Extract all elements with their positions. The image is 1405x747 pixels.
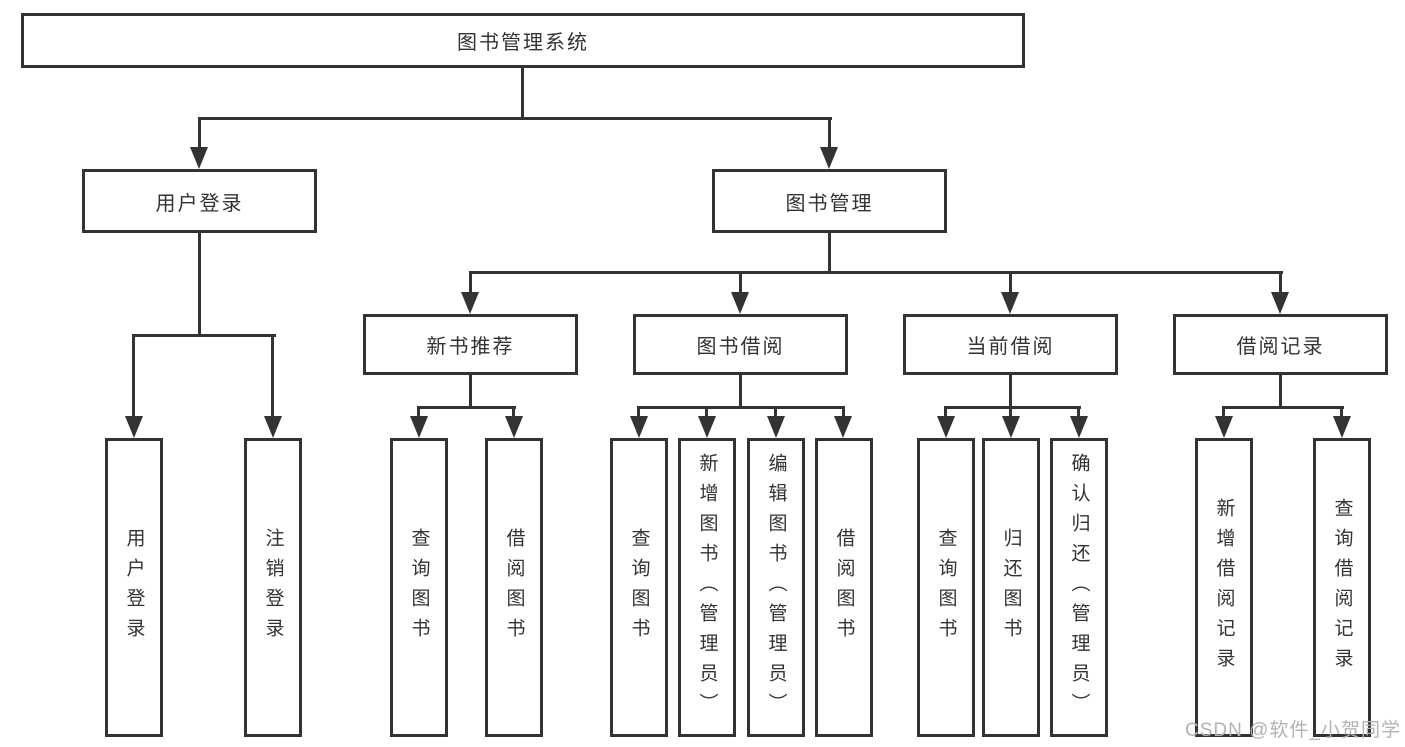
arrow-to-group (461, 292, 479, 314)
leaf-label: 新增图书（管理员） (696, 452, 718, 723)
leaf-confirm-return-admin: 确认归还（管理员） (1050, 438, 1108, 737)
connector-leaf-stem (1340, 406, 1343, 418)
arrow-to-group (1001, 292, 1019, 314)
connector-leaf-stem (417, 406, 420, 418)
node-borrow-record-label: 借阅记录 (1236, 336, 1325, 358)
arrow-to-leaf (505, 416, 523, 438)
connector-group-stem (1009, 271, 1012, 294)
arrow-to-leaf (834, 416, 852, 438)
arrow-to-leaf (125, 416, 143, 438)
node-user-login-label: 用户登录 (155, 192, 244, 215)
connector-book-mgmt-down (828, 233, 831, 274)
leaf-query-books: 查询图书 (390, 438, 448, 737)
leaf-label: 注销登录 (262, 527, 284, 648)
connector-group3-down (1009, 375, 1012, 408)
connector-group3-bar (945, 406, 1081, 409)
node-new-book-recommend-label: 新书推荐 (426, 336, 515, 358)
connector-group4-down (1279, 375, 1282, 408)
leaf-label: 查询图书 (935, 527, 957, 648)
node-book-borrow-label: 图书借阅 (696, 336, 785, 358)
connector-leaf-stem (1009, 406, 1012, 418)
node-current-borrow: 当前借阅 (903, 314, 1118, 375)
connector-leaf-stem (132, 334, 135, 418)
node-new-book-recommend: 新书推荐 (363, 314, 578, 375)
arrow-to-group (731, 292, 749, 314)
leaf-label: 确认归还（管理员） (1068, 452, 1090, 723)
arrow-to-leaf (1002, 416, 1020, 438)
connector-group2-down (739, 375, 742, 408)
arrow-to-user-login (190, 147, 208, 169)
leaf-user-login: 用户登录 (105, 438, 163, 737)
connector-leaf-stem (1222, 406, 1225, 418)
leaf-label: 查询图书 (628, 527, 650, 648)
leaf-return-books: 归还图书 (982, 438, 1040, 737)
connector-root-stem (521, 68, 524, 119)
node-user-login: 用户登录 (82, 169, 317, 233)
connector-group-stem (1279, 271, 1282, 294)
leaf-label: 归还图书 (1000, 527, 1022, 648)
node-book-mgmt: 图书管理 (712, 169, 947, 233)
node-book-mgmt-label: 图书管理 (785, 192, 874, 215)
connector-level3-bar (469, 271, 1283, 274)
arrow-to-leaf (767, 416, 785, 438)
connector-book-mgmt-stem (828, 117, 831, 150)
node-current-borrow-label: 当前借阅 (966, 336, 1055, 358)
leaf-label: 查询借阅记录 (1331, 497, 1353, 678)
connector-leaf-stem (1077, 406, 1080, 418)
leaf-label: 用户登录 (123, 527, 145, 648)
connector-group-stem (739, 271, 742, 294)
arrow-to-leaf (1215, 416, 1233, 438)
connector-leaf-stem (842, 406, 845, 418)
connector-leaf-stem (271, 334, 274, 418)
arrow-to-leaf (937, 416, 955, 438)
leaf-edit-books-admin: 编辑图书（管理员） (747, 438, 805, 737)
leaf-borrow-books: 借阅图书 (485, 438, 543, 737)
connector-leaf-stem (512, 406, 515, 418)
arrow-to-leaf (698, 416, 716, 438)
leaf-query-books: 查询图书 (917, 438, 975, 737)
leaf-label: 借阅图书 (833, 527, 855, 648)
leaf-query-books: 查询图书 (610, 438, 668, 737)
connector-group-stem (469, 271, 472, 294)
connector-user-login-down (198, 233, 201, 335)
arrow-to-leaf (630, 416, 648, 438)
arrow-to-leaf (410, 416, 428, 438)
leaf-label: 查询图书 (408, 527, 430, 648)
arrow-to-group (1271, 292, 1289, 314)
arrow-to-book-mgmt (820, 147, 838, 169)
leaf-borrow-books: 借阅图书 (815, 438, 873, 737)
leaf-query-borrow-record: 查询借阅记录 (1313, 438, 1371, 737)
connector-group1-bar (418, 406, 516, 409)
connector-level2-bar (198, 117, 832, 120)
leaf-add-books-admin: 新增图书（管理员） (678, 438, 736, 737)
connector-user-login-bar (133, 334, 276, 337)
connector-leaf-stem (774, 406, 777, 418)
leaf-label: 新增借阅记录 (1213, 497, 1235, 678)
arrow-to-leaf (1333, 416, 1351, 438)
node-root-label: 图书管理系统 (457, 32, 589, 54)
connector-group4-bar (1223, 406, 1344, 409)
node-root: 图书管理系统 (21, 13, 1025, 68)
connector-leaf-stem (705, 406, 708, 418)
leaf-label: 借阅图书 (503, 527, 525, 648)
leaf-label: 编辑图书（管理员） (765, 452, 787, 723)
arrow-to-leaf (1070, 416, 1088, 438)
node-book-borrow: 图书借阅 (633, 314, 848, 375)
connector-group1-down (469, 375, 472, 408)
connector-leaf-stem (637, 406, 640, 418)
connector-group2-bar (638, 406, 845, 409)
csdn-watermark: CSDN @软件_小贺同学 (1185, 720, 1401, 741)
arrow-to-leaf (264, 416, 282, 438)
leaf-logout: 注销登录 (244, 438, 302, 737)
connector-user-login-stem (198, 117, 201, 150)
node-borrow-record: 借阅记录 (1173, 314, 1388, 375)
connector-leaf-stem (944, 406, 947, 418)
leaf-add-borrow-record: 新增借阅记录 (1195, 438, 1253, 737)
